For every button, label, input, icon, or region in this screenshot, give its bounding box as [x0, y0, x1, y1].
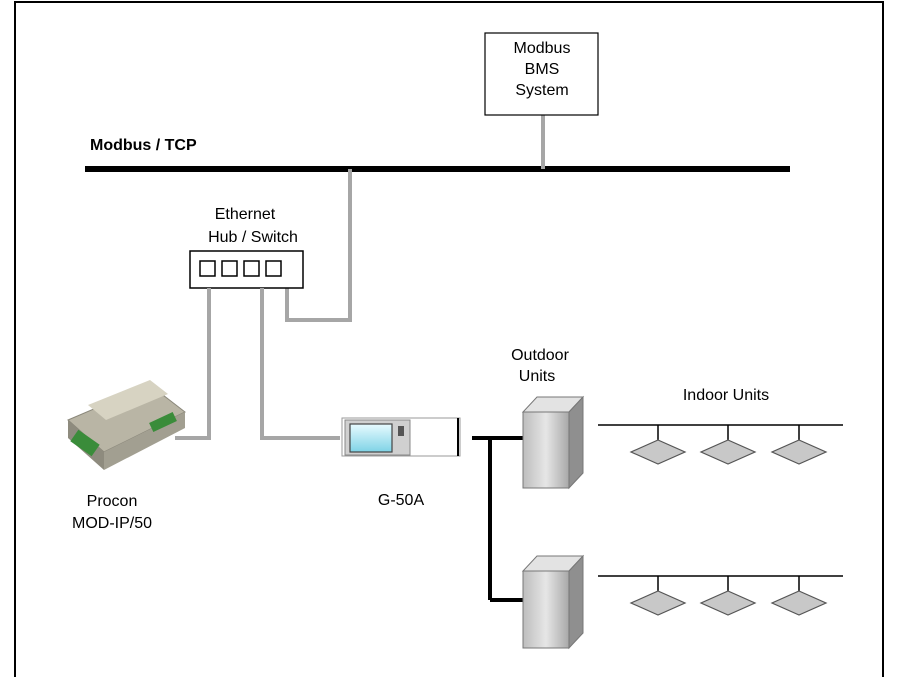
hub-to-g50a-link: [260, 288, 340, 440]
outdoor-label-line1: Outdoor: [511, 347, 569, 364]
bms-box: [484, 32, 599, 116]
procon-device-image: [67, 380, 186, 470]
bms-label-line1: Modbus: [514, 40, 571, 57]
page-frame: [14, 1, 884, 677]
indoor-unit-2a: [629, 576, 687, 616]
indoor-unit-2b: [699, 576, 757, 616]
indoor-units-label: Indoor Units: [683, 387, 769, 404]
outdoor-label-line2: Units: [519, 368, 555, 385]
g50a-label: G-50A: [378, 492, 425, 509]
hub-port-2: [221, 260, 238, 277]
hub-port-1: [199, 260, 216, 277]
hub-label-line1: Ethernet: [215, 206, 276, 223]
indoor-unit-2c: [770, 576, 828, 616]
hub-label-line2: Hub / Switch: [208, 229, 298, 246]
indoor-unit-1b: [699, 425, 757, 465]
bus-to-hub-link: [285, 169, 352, 322]
hub-port-3: [243, 260, 260, 277]
outdoor-unit-1: [521, 395, 585, 490]
hub-to-procon-link: [175, 288, 211, 440]
bms-label-line2: BMS: [525, 61, 560, 78]
procon-label-line2: MOD-IP/50: [72, 515, 152, 532]
g50a-device-image: [341, 417, 461, 457]
indoor-unit-1c: [770, 425, 828, 465]
outdoor-unit-2: [521, 554, 585, 650]
bus-label: Modbus / TCP: [90, 137, 197, 154]
bms-label-line3: System: [515, 82, 568, 99]
indoor-unit-1a: [629, 425, 687, 465]
procon-label-line1: Procon: [87, 493, 138, 510]
hub-port-4: [265, 260, 282, 277]
